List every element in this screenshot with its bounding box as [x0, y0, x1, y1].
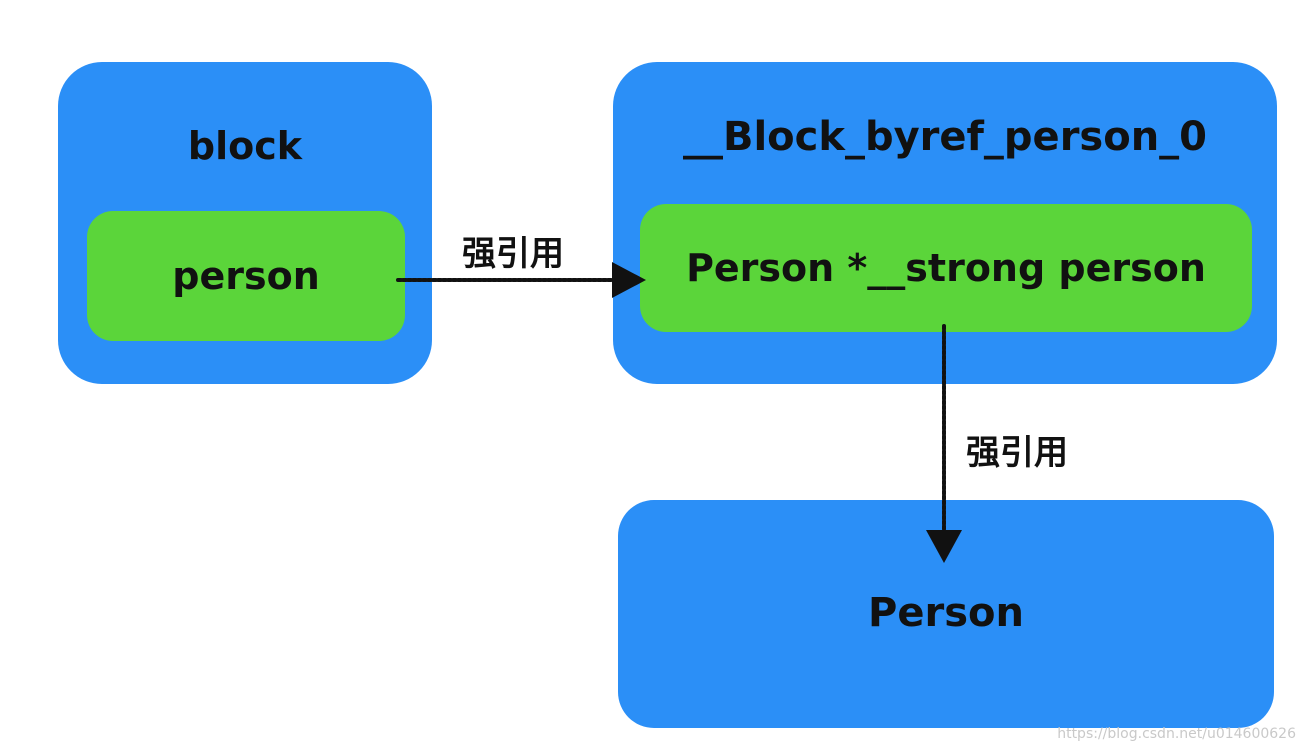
- person-object-node-title: Person: [868, 590, 1024, 636]
- block-person-field-label: person: [172, 254, 320, 298]
- arrow-block-to-byref: [396, 262, 646, 298]
- arrow-byref-to-person: [926, 324, 962, 563]
- block-node-title: block: [187, 124, 303, 168]
- arrowhead-down-icon: [926, 530, 962, 563]
- edge-label-byref-to-person: 强引用: [966, 433, 1068, 473]
- edge-label-block-to-byref: 强引用: [462, 234, 564, 274]
- watermark: https://blog.csdn.net/u014600626: [1057, 726, 1296, 742]
- arrowhead-right-icon: [612, 262, 646, 298]
- byref-strong-person-field-label: Person *__strong person: [686, 246, 1206, 290]
- byref-strong-person-field: Person *__strong person: [640, 204, 1252, 332]
- block-byref-node-title: __Block_byref_person_0: [682, 114, 1208, 160]
- block-person-field: person: [87, 211, 405, 341]
